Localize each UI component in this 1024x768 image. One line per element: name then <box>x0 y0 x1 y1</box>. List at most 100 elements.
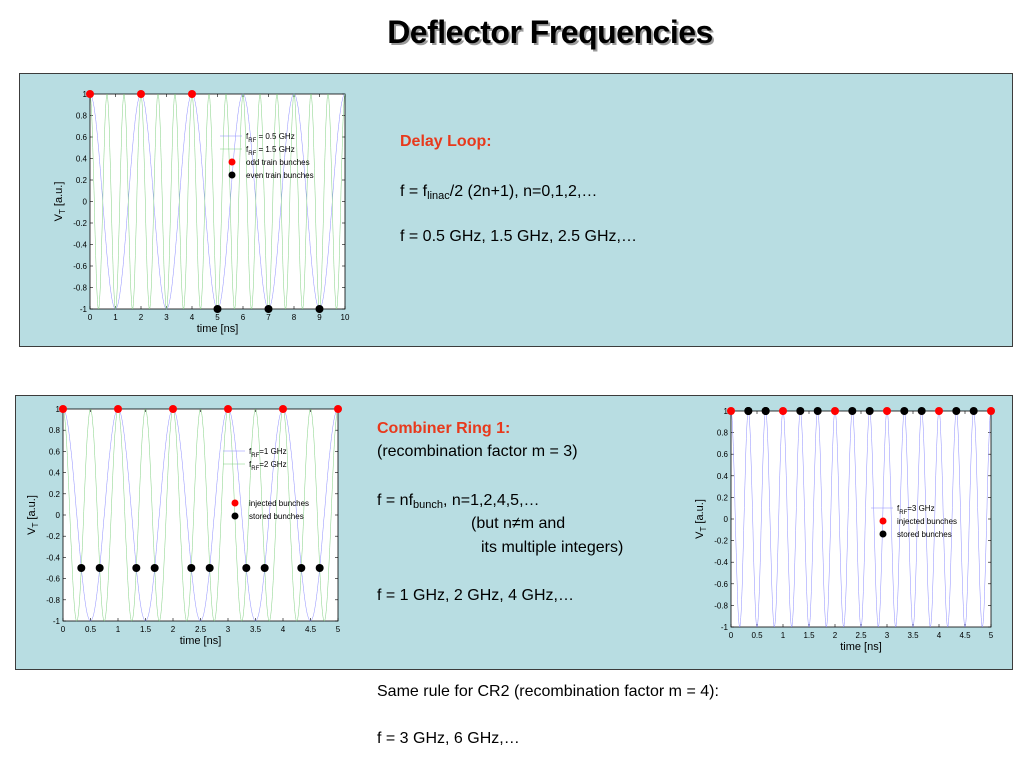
delay-loop-heading: Delay Loop: <box>400 133 492 150</box>
delay-loop-formula: f = flinac/2 (2n+1), n=0,1,2,… <box>400 183 598 202</box>
slide-title: Deflector Frequencies <box>387 14 713 50</box>
y-tick-label: -0.2 <box>73 219 87 228</box>
y-tick-label: 0.2 <box>49 490 61 499</box>
y-tick-label: -0.8 <box>714 601 728 610</box>
y-tick-label: 0.8 <box>717 429 729 438</box>
y-tick-label: 0.8 <box>49 426 61 435</box>
data-point-0 <box>334 405 342 413</box>
data-point-1 <box>213 305 222 313</box>
y-tick-label: -0.2 <box>46 532 60 541</box>
x-tick-label: 1 <box>781 631 786 640</box>
data-point-0 <box>279 405 287 413</box>
data-point-0 <box>779 407 787 415</box>
data-point-1 <box>315 564 324 572</box>
data-point-1 <box>187 564 196 572</box>
legend-marker <box>879 517 887 525</box>
legend-label: fRF=3 GHz <box>897 504 935 516</box>
legend-label: fRF=2 GHz <box>249 460 287 472</box>
x-tick-label: 0 <box>729 631 734 640</box>
legend-label: even train bunches <box>246 171 314 180</box>
y-tick-label: 1 <box>56 405 61 414</box>
x-tick-label: 3.5 <box>250 625 262 634</box>
legend-label: fRF = 1.5 GHz <box>246 145 295 157</box>
data-point-1 <box>865 407 874 415</box>
plot-area <box>89 93 346 310</box>
data-point-1 <box>132 564 141 572</box>
x-tick-label: 4 <box>281 625 286 634</box>
x-tick-label: 7 <box>266 313 271 322</box>
data-point-1 <box>796 407 805 415</box>
y-tick-label: 0.6 <box>76 133 88 142</box>
data-point-0 <box>86 90 94 98</box>
legend-label: injected bunches <box>897 517 957 526</box>
cr2-rule: Same rule for CR2 (recombination factor … <box>377 683 719 700</box>
x-tick-label: 5 <box>989 631 994 640</box>
x-tick-label: 9 <box>317 313 322 322</box>
legend-marker <box>228 158 236 166</box>
x-tick-label: 2.5 <box>195 625 207 634</box>
x-tick-label: 10 <box>341 313 350 322</box>
y-tick-label: -0.8 <box>46 596 60 605</box>
data-point-0 <box>883 407 891 415</box>
x-tick-label: 1.5 <box>140 625 152 634</box>
data-point-1 <box>848 407 857 415</box>
y-tick-label: 0.4 <box>76 155 88 164</box>
x-tick-label: 3 <box>226 625 231 634</box>
y-tick-label: -0.4 <box>46 553 60 562</box>
y-tick-label: -0.4 <box>714 558 728 567</box>
legend-label: stored bunches <box>897 530 952 539</box>
x-tick-label: 4.5 <box>959 631 971 640</box>
x-tick-label: 2 <box>171 625 176 634</box>
data-point-0 <box>137 90 145 98</box>
y-tick-label: -0.8 <box>73 284 87 293</box>
series-line-1 <box>62 408 339 622</box>
legend-label: odd train bunches <box>246 158 310 167</box>
y-tick-label: -0.6 <box>714 580 728 589</box>
data-point-0 <box>59 405 67 413</box>
y-axis-label: VT [a.u.] <box>53 182 67 222</box>
data-point-0 <box>114 405 122 413</box>
x-tick-label: 4 <box>190 313 195 322</box>
data-point-0 <box>224 405 232 413</box>
y-tick-label: 0.2 <box>717 493 729 502</box>
x-tick-label: 4 <box>937 631 942 640</box>
data-point-1 <box>260 564 269 572</box>
y-tick-label: 0 <box>724 515 729 524</box>
x-tick-label: 2 <box>833 631 838 640</box>
combiner-ring-heading: Combiner Ring 1: <box>377 420 511 437</box>
y-tick-label: 0.4 <box>717 472 729 481</box>
data-point-1 <box>744 407 753 415</box>
data-point-0 <box>831 407 839 415</box>
legend-marker <box>231 512 239 520</box>
y-tick-label: 0 <box>83 198 88 207</box>
data-point-0 <box>169 405 177 413</box>
x-tick-label: 1.5 <box>803 631 815 640</box>
x-axis-label: time [ns] <box>840 641 882 653</box>
x-tick-label: 1 <box>116 625 121 634</box>
legend-label: injected bunches <box>249 499 309 508</box>
x-tick-label: 1 <box>113 313 118 322</box>
x-axis-label: time [ns] <box>197 323 239 335</box>
data-point-1 <box>264 305 273 313</box>
legend-label: fRF=1 GHz <box>249 447 287 459</box>
data-point-1 <box>917 407 926 415</box>
data-point-0 <box>727 407 735 415</box>
data-point-0 <box>188 90 196 98</box>
y-tick-label: -1 <box>721 623 729 632</box>
x-tick-label: 4.5 <box>305 625 317 634</box>
y-tick-label: -0.6 <box>46 575 60 584</box>
y-tick-label: -0.2 <box>714 537 728 546</box>
y-tick-label: -0.4 <box>73 241 87 250</box>
combiner-ring-values: f = 1 GHz, 2 GHz, 4 GHz,… <box>377 587 574 604</box>
y-tick-label: -0.6 <box>73 262 87 271</box>
data-point-1 <box>242 564 251 572</box>
delay-loop-values: f = 0.5 GHz, 1.5 GHz, 2.5 GHz,… <box>400 228 637 245</box>
y-axis-label: VT [a.u.] <box>694 499 708 539</box>
data-point-1 <box>95 564 104 572</box>
data-point-1 <box>315 305 324 313</box>
series-line-0 <box>62 408 339 622</box>
